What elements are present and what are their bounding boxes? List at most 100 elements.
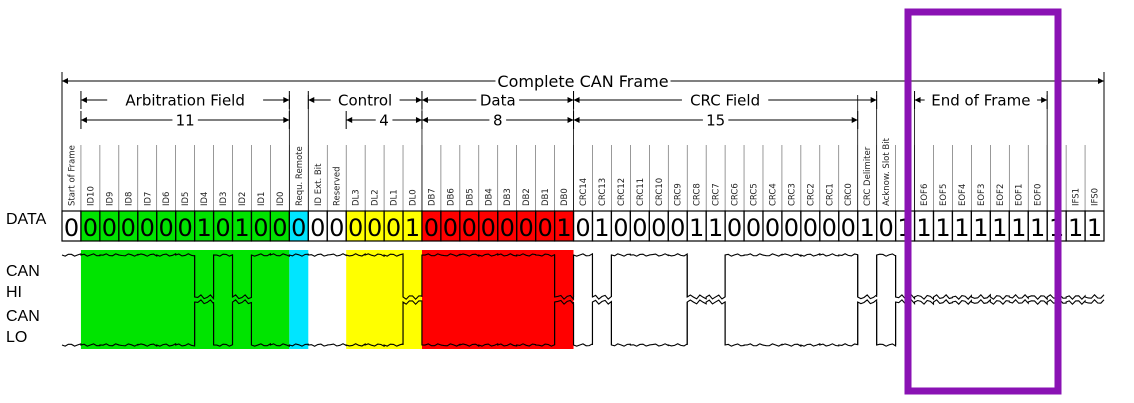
- crc-bracket-arrow-left: [573, 97, 580, 103]
- bit-label-11: ID0: [276, 192, 286, 206]
- bit-value-22: 0: [481, 214, 496, 242]
- crc-bracket-arrow-right: [870, 97, 877, 103]
- bit-label-36: CRC5: [750, 183, 760, 206]
- bit-label-25: DB1: [541, 188, 551, 206]
- data-bracket-arrow-right: [567, 97, 574, 103]
- crc-bits-bracket-label: 15: [706, 111, 725, 129]
- bit-value-54: 1: [1087, 214, 1102, 242]
- bit-value-27: 0: [575, 214, 590, 242]
- eof-bracket-label: End of Frame: [931, 91, 1030, 109]
- bit-label-5: ID6: [162, 192, 172, 206]
- bit-label-6: ID5: [181, 192, 191, 206]
- can-hi-label-line2: HI: [6, 284, 22, 301]
- arbitration-bracket-label: Arbitration Field: [125, 91, 244, 109]
- signal-fill-green: [80, 250, 290, 349]
- bit-label-27: CRC14: [579, 178, 589, 206]
- eof-bracket-label-bg: [924, 91, 1038, 109]
- bit-value-36: 0: [746, 214, 761, 242]
- bit-label-26: DB0: [560, 188, 570, 206]
- bit-value-12: 0: [291, 214, 306, 242]
- bit-value-7: 1: [196, 214, 211, 242]
- bit-label-51: EOF0: [1034, 184, 1044, 206]
- bit-value-51: 1: [1030, 214, 1045, 242]
- signal-fill-yellow: [346, 250, 422, 349]
- bit-label-24: DB2: [522, 188, 532, 206]
- bit-value-19: 0: [424, 214, 439, 242]
- bit-label-8: ID3: [219, 192, 229, 206]
- bit-label-9: ID2: [238, 192, 248, 206]
- crc-bracket-label: CRC Field: [690, 91, 760, 109]
- bit-label-16: DL2: [371, 189, 381, 206]
- bit-value-30: 0: [632, 214, 647, 242]
- bit-value-24: 0: [519, 214, 534, 242]
- arbitration-bits-bracket-label: 11: [176, 111, 195, 129]
- data-bracket-label-bg: [476, 91, 520, 109]
- arbitration-bits-bracket-arrow-left: [80, 117, 87, 123]
- control-bracket-label-bg: [330, 91, 400, 109]
- signal-fill-cyan: [289, 250, 309, 349]
- bit-label-49: EOF2: [996, 184, 1006, 206]
- bit-label-40: CRC1: [825, 183, 835, 206]
- bit-value-50: 1: [1011, 214, 1026, 242]
- bit-value-8: 0: [215, 214, 230, 242]
- bit-value-10: 0: [253, 214, 268, 242]
- bit-value-2: 0: [102, 214, 117, 242]
- complete-frame-bracket-arrow-left: [62, 78, 68, 84]
- can-hi-label-line1: CAN: [6, 263, 40, 280]
- arbitration-bracket-arrow-left: [80, 97, 87, 103]
- crc-bracket-label-bg: [681, 91, 769, 109]
- bit-label-28: CRC13: [598, 178, 608, 206]
- bit-label-10: ID1: [257, 192, 267, 206]
- bit-value-42: 1: [860, 214, 875, 242]
- bit-value-31: 0: [651, 214, 666, 242]
- bit-value-15: 0: [348, 214, 363, 242]
- crc-bits-bracket-label-bg: [702, 111, 729, 129]
- control-bracket-label: Control: [338, 91, 392, 109]
- data-bracket-arrow-left: [421, 97, 428, 103]
- bit-value-18: 1: [405, 214, 420, 242]
- bit-value-37: 0: [765, 214, 780, 242]
- eof-highlight-box: [904, 8, 1062, 395]
- bit-label-39: CRC2: [806, 183, 816, 206]
- bit-value-20: 0: [443, 214, 458, 242]
- signal-fill-red: [421, 250, 574, 349]
- arbitration-bracket-label-bg: [107, 91, 264, 109]
- bit-label-41: CRC0: [844, 183, 854, 206]
- data-bits-bracket-label: 8: [493, 111, 503, 129]
- bit-cell-fill-cyan: [289, 211, 309, 241]
- bit-value-5: 0: [159, 214, 174, 242]
- bit-value-14: 0: [329, 214, 344, 242]
- can-lo-label-line1: CAN: [6, 308, 40, 325]
- crc-bits-bracket-arrow-left: [573, 117, 580, 123]
- bit-label-31: CRC10: [655, 178, 665, 206]
- bit-cell: [1084, 210, 1105, 242]
- bit-label-17: DL1: [390, 189, 400, 206]
- complete-frame-bracket-label: Complete CAN Frame: [497, 72, 668, 91]
- complete-frame-bracket-arrow-right: [1098, 78, 1104, 84]
- can-lo-waveform: [61, 298, 1105, 348]
- bit-label-34: CRC7: [712, 183, 722, 206]
- bit-label-29: CRC12: [617, 178, 627, 206]
- bit-value-39: 0: [803, 214, 818, 242]
- bit-value-29: 0: [613, 214, 628, 242]
- arbitration-bits-bracket-label-bg: [172, 111, 198, 129]
- bit-cell-fill-green: [80, 211, 290, 241]
- bit-label-15: DL3: [352, 189, 362, 206]
- bit-label-0: Start of Frame: [67, 145, 77, 206]
- data-bits-bracket-arrow-left: [421, 117, 428, 123]
- bit-label-21: DB5: [465, 188, 475, 206]
- bit-label-1: ID10: [86, 186, 96, 206]
- bit-value-38: 0: [784, 214, 799, 242]
- bit-value-13: 0: [310, 214, 325, 242]
- bit-label-4: ID7: [143, 192, 153, 206]
- bit-value-33: 1: [689, 214, 704, 242]
- data-bracket-label: Data: [480, 91, 516, 109]
- bit-label-30: CRC11: [636, 178, 646, 206]
- control-bits-bracket-label: 4: [379, 111, 389, 129]
- data-row-label: DATA: [6, 211, 47, 228]
- bit-value-26: 1: [556, 214, 571, 242]
- bit-value-6: 0: [178, 214, 193, 242]
- bit-value-9: 1: [234, 214, 249, 242]
- bit-value-11: 0: [272, 214, 287, 242]
